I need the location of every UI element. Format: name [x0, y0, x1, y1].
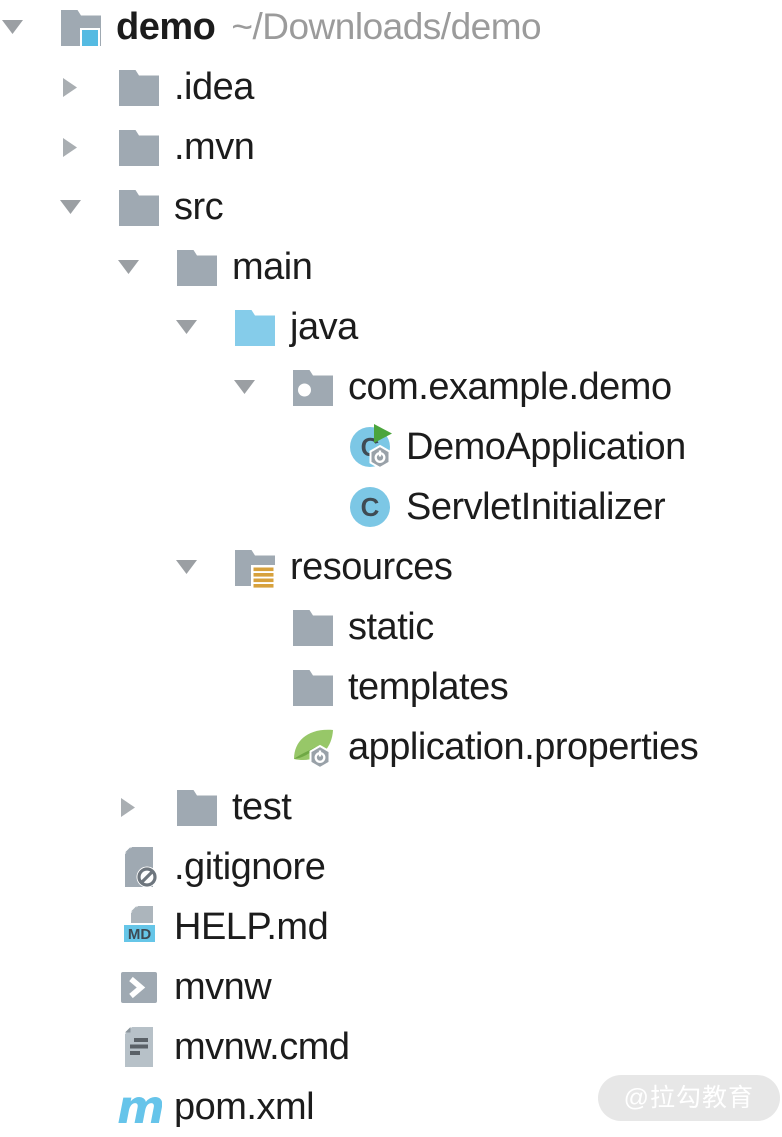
tree-item-label: application.properties	[348, 725, 699, 768]
tree-row-mvnw[interactable]: mvnw	[0, 957, 782, 1017]
class-icon: C	[348, 484, 398, 530]
tree-item-label: mvnw	[174, 965, 272, 1008]
tree-item-label: java	[290, 305, 358, 348]
tree-row-test[interactable]: test	[0, 777, 782, 837]
tree-row-application-properties[interactable]: application.properties	[0, 717, 782, 777]
tree-item-label: .mvn	[174, 125, 255, 168]
tree-item-label: resources	[290, 545, 453, 588]
chevron-down-icon[interactable]	[232, 377, 290, 397]
file-markdown-icon: MD	[116, 904, 166, 950]
tree-row-com-example-demo[interactable]: com.example.demo	[0, 357, 782, 417]
folder-icon	[290, 664, 340, 710]
tree-row-static[interactable]: static	[0, 597, 782, 657]
tree-item-label: pom.xml	[174, 1085, 315, 1128]
chevron-down-icon[interactable]	[58, 197, 116, 217]
svg-text:MD: MD	[128, 926, 151, 943]
folder-icon	[116, 184, 166, 230]
chevron-right-icon[interactable]	[58, 76, 116, 99]
class-bootable-icon: C	[348, 424, 398, 470]
tree-row-servletinitializer[interactable]: C ServletInitializer	[0, 477, 782, 537]
tree-item-label: DemoApplication	[406, 425, 686, 468]
folder-icon	[174, 784, 224, 830]
tree-row-idea[interactable]: .idea	[0, 57, 782, 117]
tree-row-demo[interactable]: demo ~/Downloads/demo	[0, 0, 782, 57]
file-text-icon	[116, 1024, 166, 1070]
tree-row-help-md[interactable]: MD HELP.md	[0, 897, 782, 957]
chevron-down-icon[interactable]	[174, 317, 232, 337]
tree-item-label: static	[348, 605, 434, 648]
project-path-hint: ~/Downloads/demo	[231, 6, 542, 47]
tree-row-main[interactable]: main	[0, 237, 782, 297]
folder-icon	[290, 604, 340, 650]
tree-row-mvnw-cmd[interactable]: mvnw.cmd	[0, 1017, 782, 1077]
file-shell-icon	[116, 964, 166, 1010]
file-maven-icon: m	[116, 1084, 166, 1130]
chevron-right-icon[interactable]	[116, 796, 174, 819]
folder-project-icon	[58, 4, 108, 50]
tree-item-label: com.example.demo	[348, 365, 672, 408]
tree-item-label: main	[232, 245, 313, 288]
folder-icon	[116, 124, 166, 170]
tree-row-gitignore[interactable]: .gitignore	[0, 837, 782, 897]
tree-item-label: ServletInitializer	[406, 485, 666, 528]
tree-row-src[interactable]: src	[0, 177, 782, 237]
tree-row-mvn[interactable]: .mvn	[0, 117, 782, 177]
chevron-down-icon[interactable]	[0, 17, 58, 37]
tree-row-pom-xml[interactable]: m pom.xml	[0, 1077, 782, 1137]
tree-item-label: demo	[116, 5, 216, 48]
svg-text:m: m	[117, 1084, 162, 1130]
tree-item-label: templates	[348, 665, 509, 708]
file-ignored-icon	[116, 844, 166, 890]
folder-resources-icon	[232, 544, 282, 590]
chevron-right-icon[interactable]	[58, 136, 116, 159]
tree-item-label: src	[174, 185, 224, 228]
folder-sources-icon	[232, 304, 282, 350]
watermark-badge: @拉勾教育	[597, 1075, 780, 1121]
tree-item-label: HELP.md	[174, 905, 329, 948]
tree-item-label: test	[232, 785, 292, 828]
tree-row-java[interactable]: java	[0, 297, 782, 357]
folder-icon	[116, 64, 166, 110]
tree-row-resources[interactable]: resources	[0, 537, 782, 597]
spring-config-icon	[290, 724, 340, 770]
tree-item-label: .idea	[174, 65, 254, 108]
folder-icon	[174, 244, 224, 290]
chevron-down-icon[interactable]	[116, 257, 174, 277]
tree-row-templates[interactable]: templates	[0, 657, 782, 717]
tree-item-label: mvnw.cmd	[174, 1025, 350, 1068]
chevron-down-icon[interactable]	[174, 557, 232, 577]
svg-text:C: C	[361, 492, 380, 522]
tree-item-label: .gitignore	[174, 845, 326, 888]
package-icon	[290, 364, 340, 410]
